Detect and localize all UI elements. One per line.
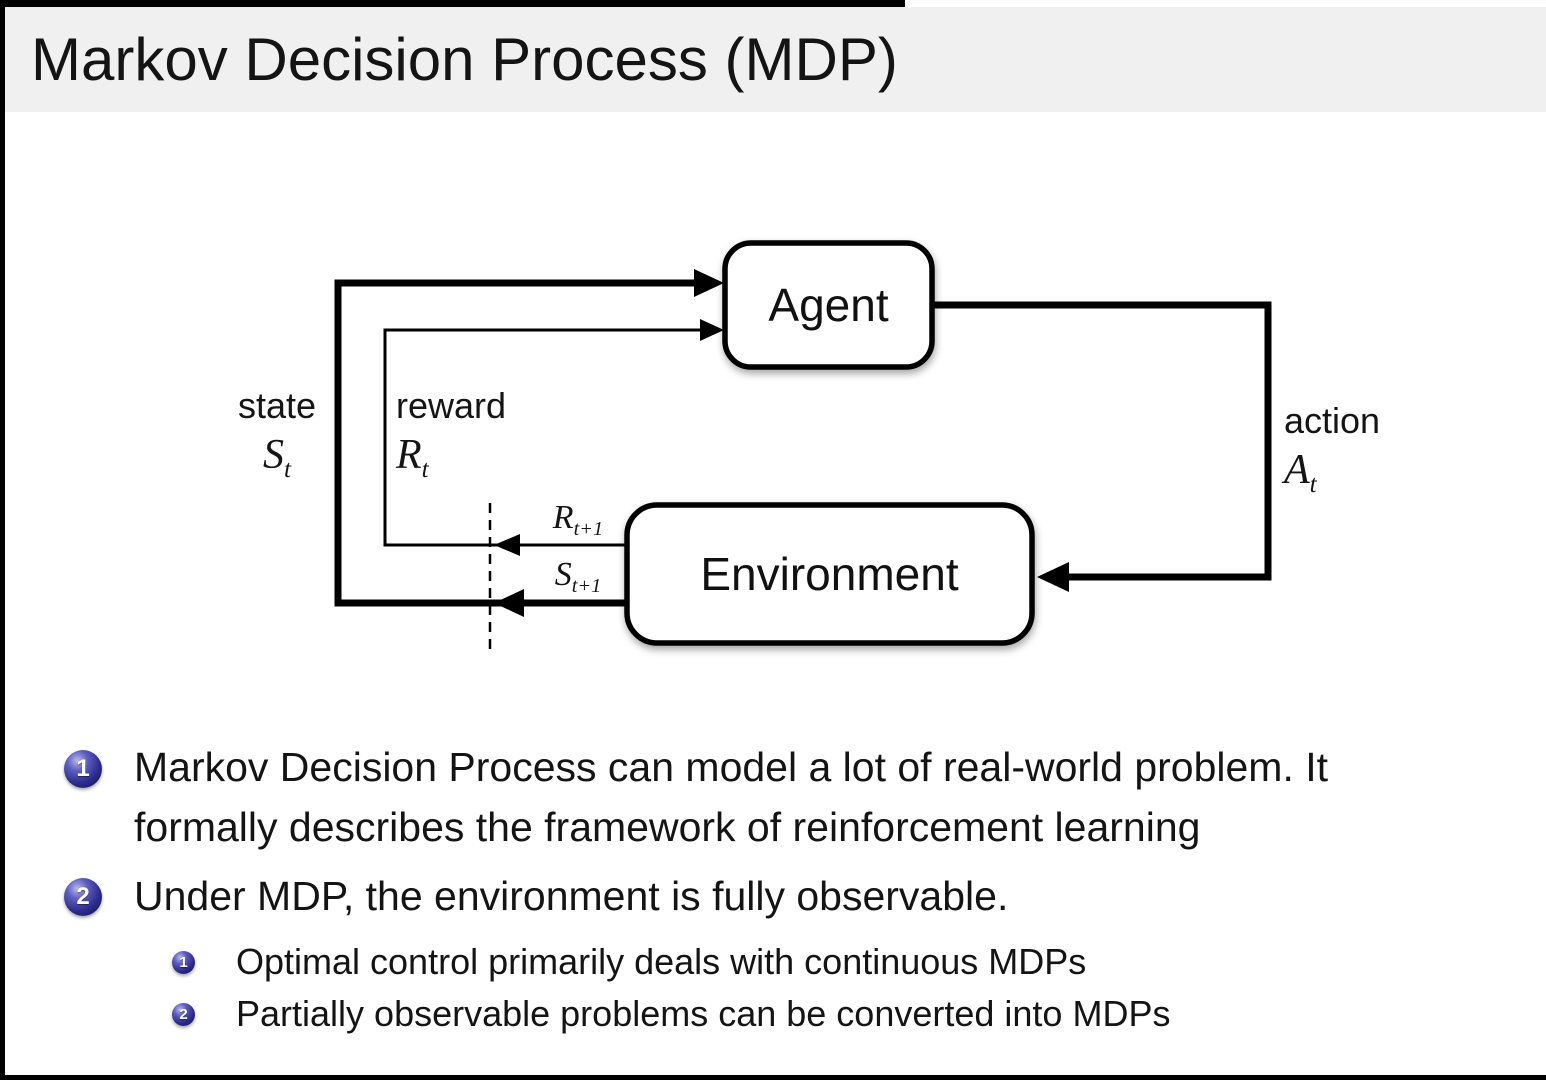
sub-bullet-item-2: Partially observable problems can be con…	[236, 993, 1171, 1034]
state-next-label: St+1	[554, 556, 602, 598]
enumerate-ball-1-icon: 1	[64, 750, 102, 788]
slide-title-bar: Markov Decision Process (MDP)	[5, 7, 1546, 112]
bullet-item-1: Markov Decision Process can model a lot …	[134, 737, 1524, 857]
enumerate-ball-2-icon: 2	[64, 878, 102, 916]
bullet-item-2: Under MDP, the environment is fully obse…	[134, 873, 1009, 919]
reward-edge-label: reward Rt	[396, 383, 506, 496]
bullet-item-1-line-1: Markov Decision Process can model a lot …	[134, 744, 1329, 790]
state-next-arrowhead-icon	[494, 589, 524, 617]
action-into-environment-arrowhead-icon	[1037, 562, 1069, 592]
mdp-loop-diagram	[334, 240, 1272, 652]
sub-enumerate-ball-2-icon: 2	[172, 1003, 195, 1026]
window-border-left	[0, 0, 5, 1080]
reward-next-arrowhead-icon	[494, 534, 520, 556]
state-word: state	[237, 385, 317, 426]
reward-next-label: Rt+1	[552, 499, 604, 541]
reward-word: reward	[396, 385, 507, 426]
action-loop-line	[932, 301, 1272, 581]
reward-symbol: Rt	[396, 432, 429, 483]
slide-title: Markov Decision Process (MDP)	[31, 26, 898, 93]
environment-box	[624, 502, 1035, 646]
action-symbol: At	[1284, 447, 1317, 498]
state-loop-line	[334, 279, 696, 607]
bullet-item-1-line-2: formally describes the framework of rein…	[134, 804, 1201, 850]
action-word: action	[1284, 400, 1381, 441]
state-edge-label: state St	[217, 383, 337, 496]
sub-bullet-item-1: Optimal control primarily deals with con…	[236, 941, 1087, 982]
agent-box	[722, 240, 935, 370]
agent-box-label: Agent	[768, 279, 889, 331]
state-symbol: St	[263, 432, 291, 483]
state-into-agent-arrowhead-icon	[694, 269, 724, 297]
window-border-bottom	[0, 1075, 1546, 1080]
sub-enumerate-ball-1-icon: 1	[172, 951, 195, 974]
reward-into-agent-arrowhead-icon	[700, 319, 724, 341]
action-edge-label: action At	[1284, 398, 1380, 511]
environment-box-label: Environment	[700, 548, 959, 600]
window-border-top	[0, 0, 905, 7]
